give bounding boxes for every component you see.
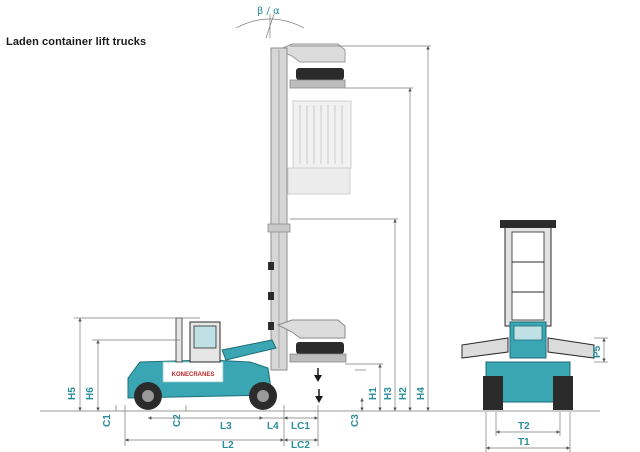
dim-t1: T1 xyxy=(518,437,530,448)
dim-l2: L2 xyxy=(222,440,234,451)
angle-label: β / α xyxy=(257,6,280,17)
dim-c1: C1 xyxy=(102,414,113,427)
dim-h3: H3 xyxy=(383,387,394,400)
dim-l3: L3 xyxy=(220,421,232,432)
dimension-labels: H5 H6 C1 C2 L3 L4 LC1 C3 H1 H3 H2 H4 L2 … xyxy=(67,345,603,451)
lowered-spreader xyxy=(276,319,347,363)
lowering-arrows xyxy=(314,368,323,403)
dim-h4: H4 xyxy=(416,387,427,400)
dim-p5: P5 xyxy=(592,345,603,358)
dimension-lines xyxy=(74,45,608,452)
tilt-angle-indicator: β / α xyxy=(235,6,305,39)
dim-h1: H1 xyxy=(368,387,379,400)
raised-spreader xyxy=(276,43,346,89)
dim-l4: L4 xyxy=(267,421,279,432)
dim-t2: T2 xyxy=(518,421,530,432)
dim-h5: H5 xyxy=(67,387,78,400)
truck-front-view xyxy=(461,220,595,410)
dim-c2: C2 xyxy=(172,414,183,427)
dim-c3: C3 xyxy=(350,414,361,427)
truck-side-view: KONECRANES xyxy=(127,317,277,410)
dim-lc1: LC1 xyxy=(291,421,310,432)
dim-lc2: LC2 xyxy=(291,440,310,451)
raised-container xyxy=(287,100,352,195)
dim-h2: H2 xyxy=(398,387,409,400)
brand-logo: KONECRANES xyxy=(172,372,215,378)
dim-h6: H6 xyxy=(85,387,96,400)
diagram-title: Laden container lift trucks xyxy=(6,36,147,48)
mast-side xyxy=(267,47,291,371)
